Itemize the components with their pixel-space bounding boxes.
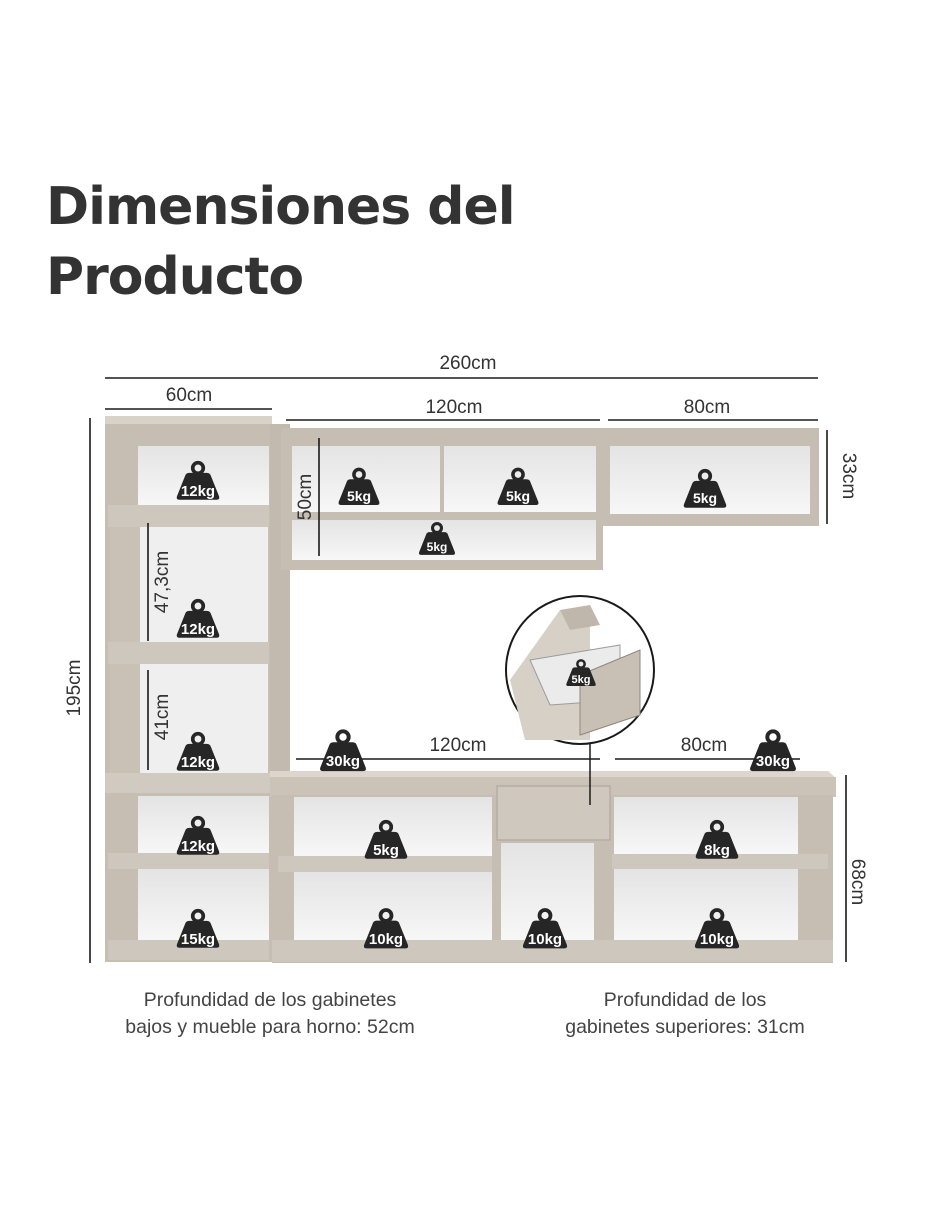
weight-icon: 5kg: [417, 521, 457, 557]
tower-shelf-2: [108, 642, 269, 664]
tower-counter: [105, 773, 272, 793]
weight-icon: 5kg: [498, 469, 539, 505]
weight-icon: 12kg: [177, 818, 220, 855]
weight-icon: 5kg: [365, 822, 408, 859]
drawer-detail-front: [579, 649, 641, 736]
dim-upper-right-height: 33cm: [838, 453, 859, 499]
page-title-line-2: Producto: [46, 247, 304, 307]
weight-icon: 12kg: [177, 601, 220, 638]
upper-depth-note-line-2: gabinetes superiores: 31cm: [565, 1016, 805, 1038]
weight-icon: 12kg: [177, 463, 220, 500]
weight-icon: 10kg: [523, 910, 567, 948]
weight-oven-lower: 10kg: [528, 931, 562, 948]
dim-upper-middle-width: 120cm: [425, 397, 482, 418]
weight-tower-top: 12kg: [181, 483, 215, 500]
tower-mid-side: [110, 527, 140, 643]
dimension-labels: 260cm 60cm 120cm 80cm 33cm 50cm 47,3cm 4…: [64, 353, 868, 905]
dim-tower-width: 60cm: [166, 385, 212, 406]
lower-depth-note-line-2: bajos y mueble para horno: 52cm: [125, 1016, 415, 1038]
weight-tower-mid: 12kg: [181, 621, 215, 638]
weight-upper-left: 5kg: [347, 488, 371, 504]
tower-top-panel: [105, 416, 272, 424]
weight-base-right-lower: 10kg: [700, 931, 734, 948]
dim-counter-right-width: 80cm: [681, 735, 727, 756]
dim-upper-right-width: 80cm: [684, 397, 730, 418]
upper-depth-note-line-1: Profundidad de los: [603, 989, 767, 1011]
dim-total-height: 195cm: [64, 659, 85, 716]
tower-base-shelf: [108, 853, 269, 869]
dim-upper-middle-height: 50cm: [295, 474, 316, 520]
weight-icon: 10kg: [695, 910, 739, 948]
weight-icon: 15kg: [177, 911, 220, 948]
upper-depth-note: Profundidad de los gabinetes superiores:…: [530, 987, 840, 1041]
weight-icons: 12kg 12kg 12kg 12kg 15kg 5kg 5kg 5kg 5kg…: [177, 463, 796, 949]
weight-tower-base-upper: 12kg: [181, 838, 215, 855]
page-title-line-1: Dimensiones del: [46, 177, 516, 237]
weight-upper-right: 5kg: [693, 490, 717, 506]
weight-icon: 10kg: [364, 910, 408, 948]
weight-icon: 8kg: [696, 822, 739, 859]
weight-upper-bottom: 5kg: [427, 540, 448, 554]
tower-shelf-1: [108, 505, 269, 527]
lower-depth-note-line-1: Profundidad de los gabinetes: [143, 989, 397, 1011]
dim-total-width: 260cm: [439, 353, 496, 374]
weight-base-right-upper: 8kg: [704, 842, 730, 859]
weight-icon: 30kg: [750, 731, 796, 771]
dim-tower-gap-2: 41cm: [152, 694, 173, 740]
base-cabinets: [272, 785, 833, 963]
weight-tower-low: 12kg: [181, 754, 215, 771]
tower-low-side: [110, 664, 140, 774]
drawer-front: [496, 785, 611, 841]
base-mid-shelf: [278, 856, 492, 872]
weight-upper-center: 5kg: [506, 488, 530, 504]
weight-icon: 5kg: [684, 471, 727, 508]
dimension-lines: [89, 377, 847, 963]
dim-counter-middle-width: 120cm: [429, 735, 486, 756]
weight-icon: 12kg: [177, 734, 220, 771]
weight-counter-right: 30kg: [756, 753, 790, 770]
weight-counter-left: 30kg: [326, 753, 360, 770]
dim-base-height: 68cm: [847, 859, 868, 905]
weight-icon: 5kg: [339, 469, 380, 505]
base-right-shelf: [612, 854, 828, 869]
page-title: Dimensiones del Producto: [46, 172, 646, 312]
countertop-top: [270, 771, 836, 778]
weight-base-mid-upper: 5kg: [373, 842, 399, 859]
weight-base-mid-lower: 10kg: [369, 931, 403, 948]
weight-tower-base-lower: 15kg: [181, 931, 215, 948]
weight-icon: 30kg: [320, 731, 366, 771]
drawer-detail-top: [560, 605, 600, 630]
dim-tower-gap-1: 47,3cm: [152, 551, 173, 613]
weight-icon: 5kg: [564, 658, 598, 688]
weight-drawer: 5kg: [572, 674, 591, 686]
tower-plinth: [108, 940, 269, 960]
base-plinth: [272, 940, 833, 962]
lower-depth-note: Profundidad de los gabinetes bajos y mue…: [90, 987, 450, 1041]
